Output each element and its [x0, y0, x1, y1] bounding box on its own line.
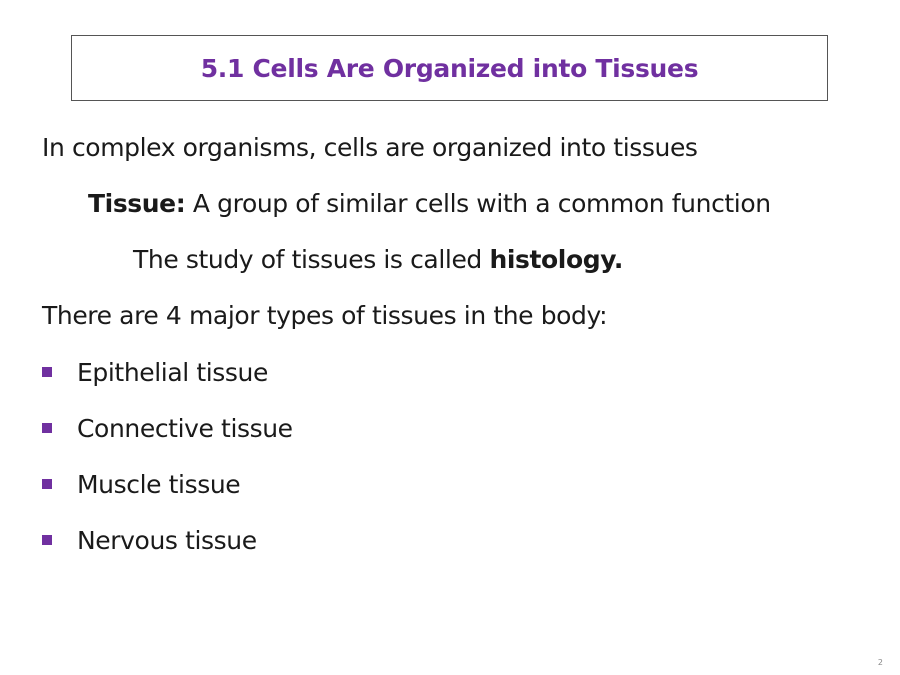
list-item-label: Nervous tissue — [77, 525, 257, 555]
definition-line: Tissue: A group of similar cells with a … — [88, 189, 771, 219]
list-item-label: Epithelial tissue — [77, 357, 268, 387]
list-item: Epithelial tissue — [42, 357, 268, 387]
page-number: 2 — [877, 658, 883, 667]
histology-line: The study of tissues is called histology… — [133, 245, 623, 275]
slide-title: 5.1 Cells Are Organized into Tissues — [200, 53, 699, 83]
histology-prefix: The study of tissues is called — [133, 245, 490, 274]
square-bullet-icon — [42, 367, 52, 377]
list-item-label: Muscle tissue — [77, 469, 241, 499]
list-item: Nervous tissue — [42, 525, 257, 555]
square-bullet-icon — [42, 479, 52, 489]
definition-term: Tissue: — [88, 189, 186, 218]
list-item: Connective tissue — [42, 413, 293, 443]
definition-text: A group of similar cells with a common f… — [185, 189, 771, 218]
square-bullet-icon — [42, 423, 52, 433]
intro-text: In complex organisms, cells are organize… — [42, 133, 698, 162]
histology-term: histology. — [489, 245, 623, 274]
types-intro: There are 4 major types of tissues in th… — [42, 301, 608, 330]
slide-title-box: 5.1 Cells Are Organized into Tissues — [71, 35, 828, 101]
square-bullet-icon — [42, 535, 52, 545]
list-item-label: Connective tissue — [77, 413, 293, 443]
list-item: Muscle tissue — [42, 469, 241, 499]
